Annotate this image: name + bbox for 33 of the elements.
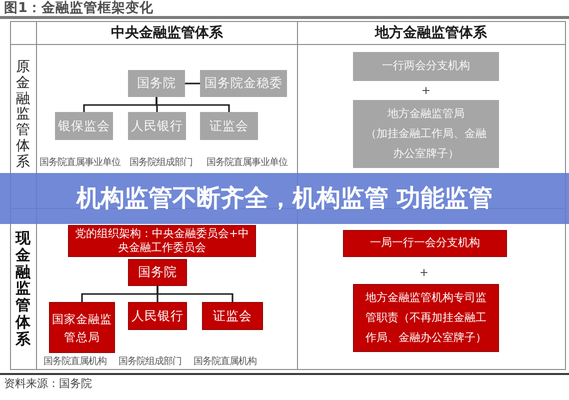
org-box: 人民银行 [128, 112, 186, 140]
row-heading: 现金融监管体系 [14, 230, 32, 348]
box-title: 地方金融监管局 [388, 106, 464, 122]
plus-sign: + [419, 267, 429, 279]
column-heading: 中央金融监管体系 [111, 24, 223, 40]
box-note: （加挂金融工作局、金融办公室牌子） [364, 126, 488, 162]
unit-caption: 国务院直属事业单位 [206, 157, 288, 168]
unit-caption: 国务院组成部门 [130, 157, 192, 168]
org-box: 国务院 [128, 70, 185, 97]
org-box: 党的组织架构：中央金融委员会+中央金融工作委员会 [68, 225, 256, 257]
connector-line [156, 286, 234, 302]
org-box: 证监会 [202, 302, 263, 330]
org-box: 国务院金稳委 [200, 70, 287, 97]
figure-title: 图1：金融监管框架变化 [4, 1, 154, 16]
org-box: 一局一行一会分支机构 [343, 230, 507, 257]
org-box: 证监会 [200, 112, 258, 140]
unit-caption: 国务院直属机构 [44, 356, 106, 367]
org-box: 银保监会 [55, 112, 113, 140]
org-box [353, 100, 499, 168]
unit-caption: 国务院直属机构 [194, 356, 256, 367]
unit-caption: 国务院组成部门 [118, 356, 182, 367]
org-box: 人民银行 [128, 302, 187, 330]
unit-caption: 国务院直属事业单位 [40, 157, 120, 168]
source-note: 资料来源：国务院 [4, 377, 92, 390]
plus-sign: + [421, 84, 431, 96]
org-box: 地方金融监管机构专司监管职责（不再加挂金融工作局、金融办公室牌子） [353, 284, 499, 352]
org-box: 国家金融监管总局 [49, 302, 115, 353]
title-banner: 机构监管不断齐全，机构监管 功能监管 [0, 173, 569, 224]
org-box: 一行两会分支机构 [353, 52, 499, 81]
connector-line [185, 82, 200, 84]
connector-line [156, 97, 230, 112]
org-box: 国务院 [128, 259, 187, 286]
row-heading: 原金融监管体系 [15, 60, 31, 171]
